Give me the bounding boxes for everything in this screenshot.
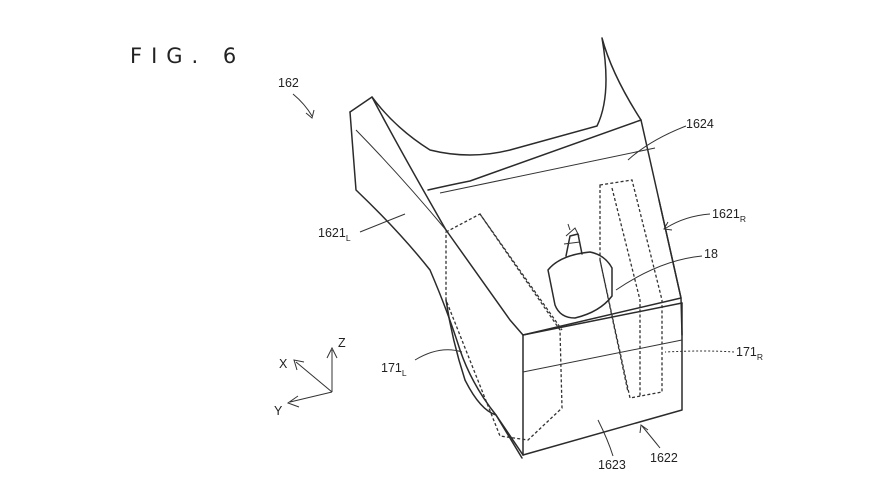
leader-162 (292, 93, 313, 117)
label-1622: 1622 (650, 451, 678, 465)
leader-1624 (627, 125, 687, 161)
leader-18 (615, 255, 703, 291)
axis-x-line (295, 361, 333, 393)
leader-1622 (641, 425, 661, 449)
label-1621-left: 1621L (318, 226, 351, 243)
axis-triad: Z X Y (274, 336, 346, 418)
label-1621-right-main: 1621 (712, 207, 740, 221)
label-1621-left-sub: L (346, 233, 351, 243)
leader-171-left (414, 349, 463, 361)
axis-y-label: Y (274, 404, 283, 418)
svg-text:1621R: 1621R (712, 207, 746, 224)
label-171-left-sub: L (402, 368, 407, 378)
label-1621-left-main: 1621 (318, 226, 346, 240)
axis-z-arrow (326, 346, 338, 359)
figure-title: FIG. 6 (130, 44, 245, 68)
axis-z-label: Z (338, 336, 346, 350)
leader-1622-arrow (639, 424, 649, 434)
label-171-left-main: 171 (381, 361, 402, 375)
label-162: 162 (278, 76, 299, 90)
label-171-right-sub: R (757, 352, 763, 362)
left-plate-hidden (445, 213, 563, 441)
leader-1621-right (665, 213, 711, 229)
axis-x-label: X (279, 357, 288, 371)
axis-x-arrow (293, 359, 305, 371)
right-plate-hidden (599, 179, 663, 399)
label-1621-right: 1621R (712, 207, 746, 224)
leader-1621-left (359, 213, 406, 233)
label-171-left: 171L (381, 361, 407, 378)
svg-text:171R: 171R (736, 345, 763, 362)
housing-body (349, 37, 683, 459)
label-1624: 1624 (686, 117, 714, 131)
leader-162-arrow (305, 109, 315, 119)
label-1621-right-sub: R (740, 214, 746, 224)
leader-1621-right-arrow (663, 221, 673, 231)
label-171-right-main: 171 (736, 345, 757, 359)
svg-text:171L: 171L (381, 361, 407, 378)
label-171-right: 171R (736, 345, 763, 362)
leader-171-right (664, 350, 735, 353)
svg-text:1621L: 1621L (318, 226, 351, 243)
component-18 (547, 223, 613, 319)
label-18: 18 (704, 247, 718, 261)
axis-y-line (289, 391, 333, 403)
leader-1623 (597, 419, 614, 457)
axis-y-arrow (286, 395, 300, 408)
label-1623: 1623 (598, 458, 626, 472)
